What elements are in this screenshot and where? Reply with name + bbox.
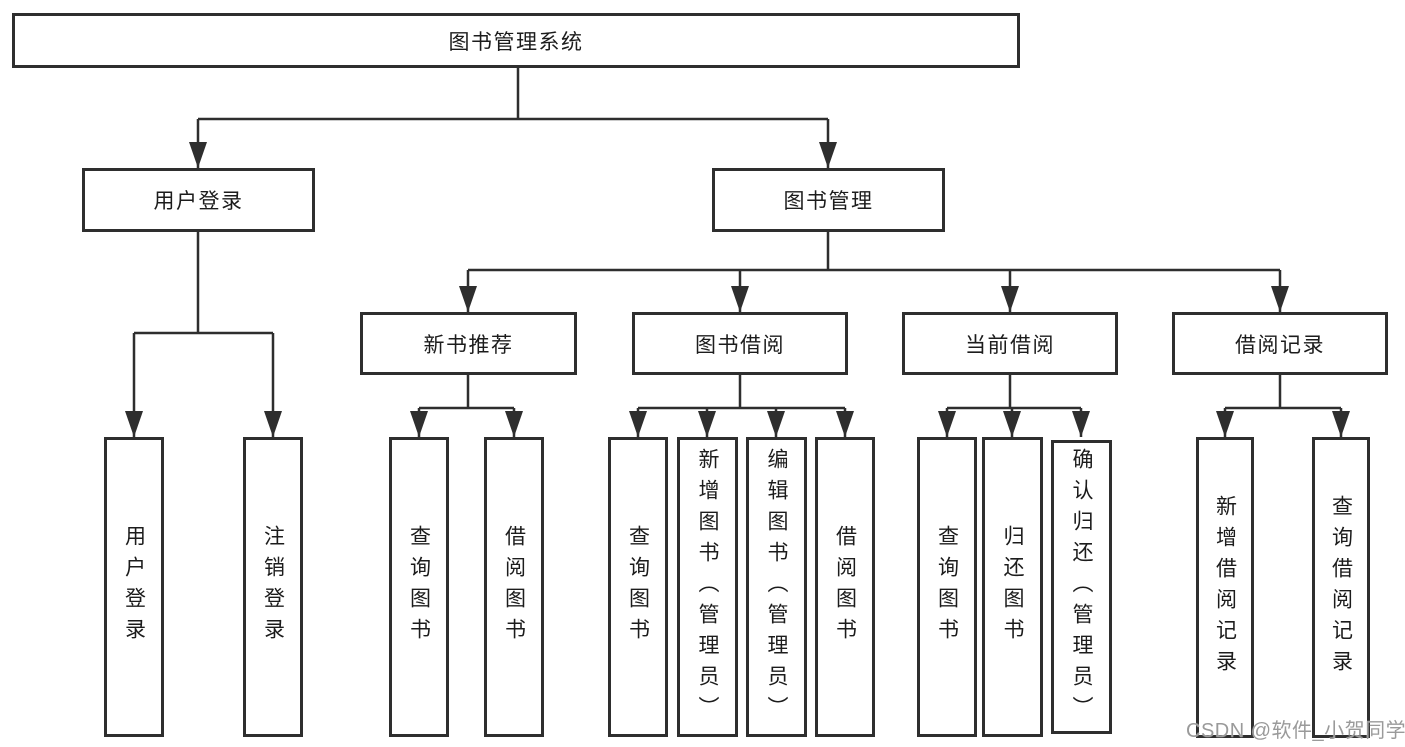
leaf-edit-book-admin: 编辑图书（管理员） xyxy=(746,437,807,737)
leaf-query-books-recommend: 查询图书 xyxy=(389,437,449,737)
node-library-management-system: 图书管理系统 xyxy=(12,13,1020,68)
leaf-add-book-admin: 新增图书（管理员） xyxy=(677,437,738,737)
leaf-add-borrow-record: 新增借阅记录 xyxy=(1196,437,1254,738)
node-book-borrowing: 图书借阅 xyxy=(632,312,848,375)
leaf-confirm-return-admin: 确认归还（管理员） xyxy=(1051,440,1112,734)
node-new-book-recommend: 新书推荐 xyxy=(360,312,577,375)
leaf-return-book: 归还图书 xyxy=(982,437,1043,737)
node-current-borrowing: 当前借阅 xyxy=(902,312,1118,375)
node-user-login: 用户登录 xyxy=(82,168,315,232)
node-borrowing-records: 借阅记录 xyxy=(1172,312,1388,375)
csdn-watermark: CSDN @软件_小贺同学 xyxy=(1186,720,1405,742)
leaf-query-books-current: 查询图书 xyxy=(917,437,977,737)
node-book-management: 图书管理 xyxy=(712,168,945,232)
leaf-query-borrow-record: 查询借阅记录 xyxy=(1312,437,1370,738)
leaf-user-login: 用户登录 xyxy=(104,437,164,737)
leaf-borrow-books: 借阅图书 xyxy=(815,437,875,737)
leaf-query-books-borrowing: 查询图书 xyxy=(608,437,668,737)
arrowheads xyxy=(125,142,1350,437)
leaf-logout-login: 注销登录 xyxy=(243,437,303,737)
leaf-borrow-books-recommend: 借阅图书 xyxy=(484,437,544,737)
